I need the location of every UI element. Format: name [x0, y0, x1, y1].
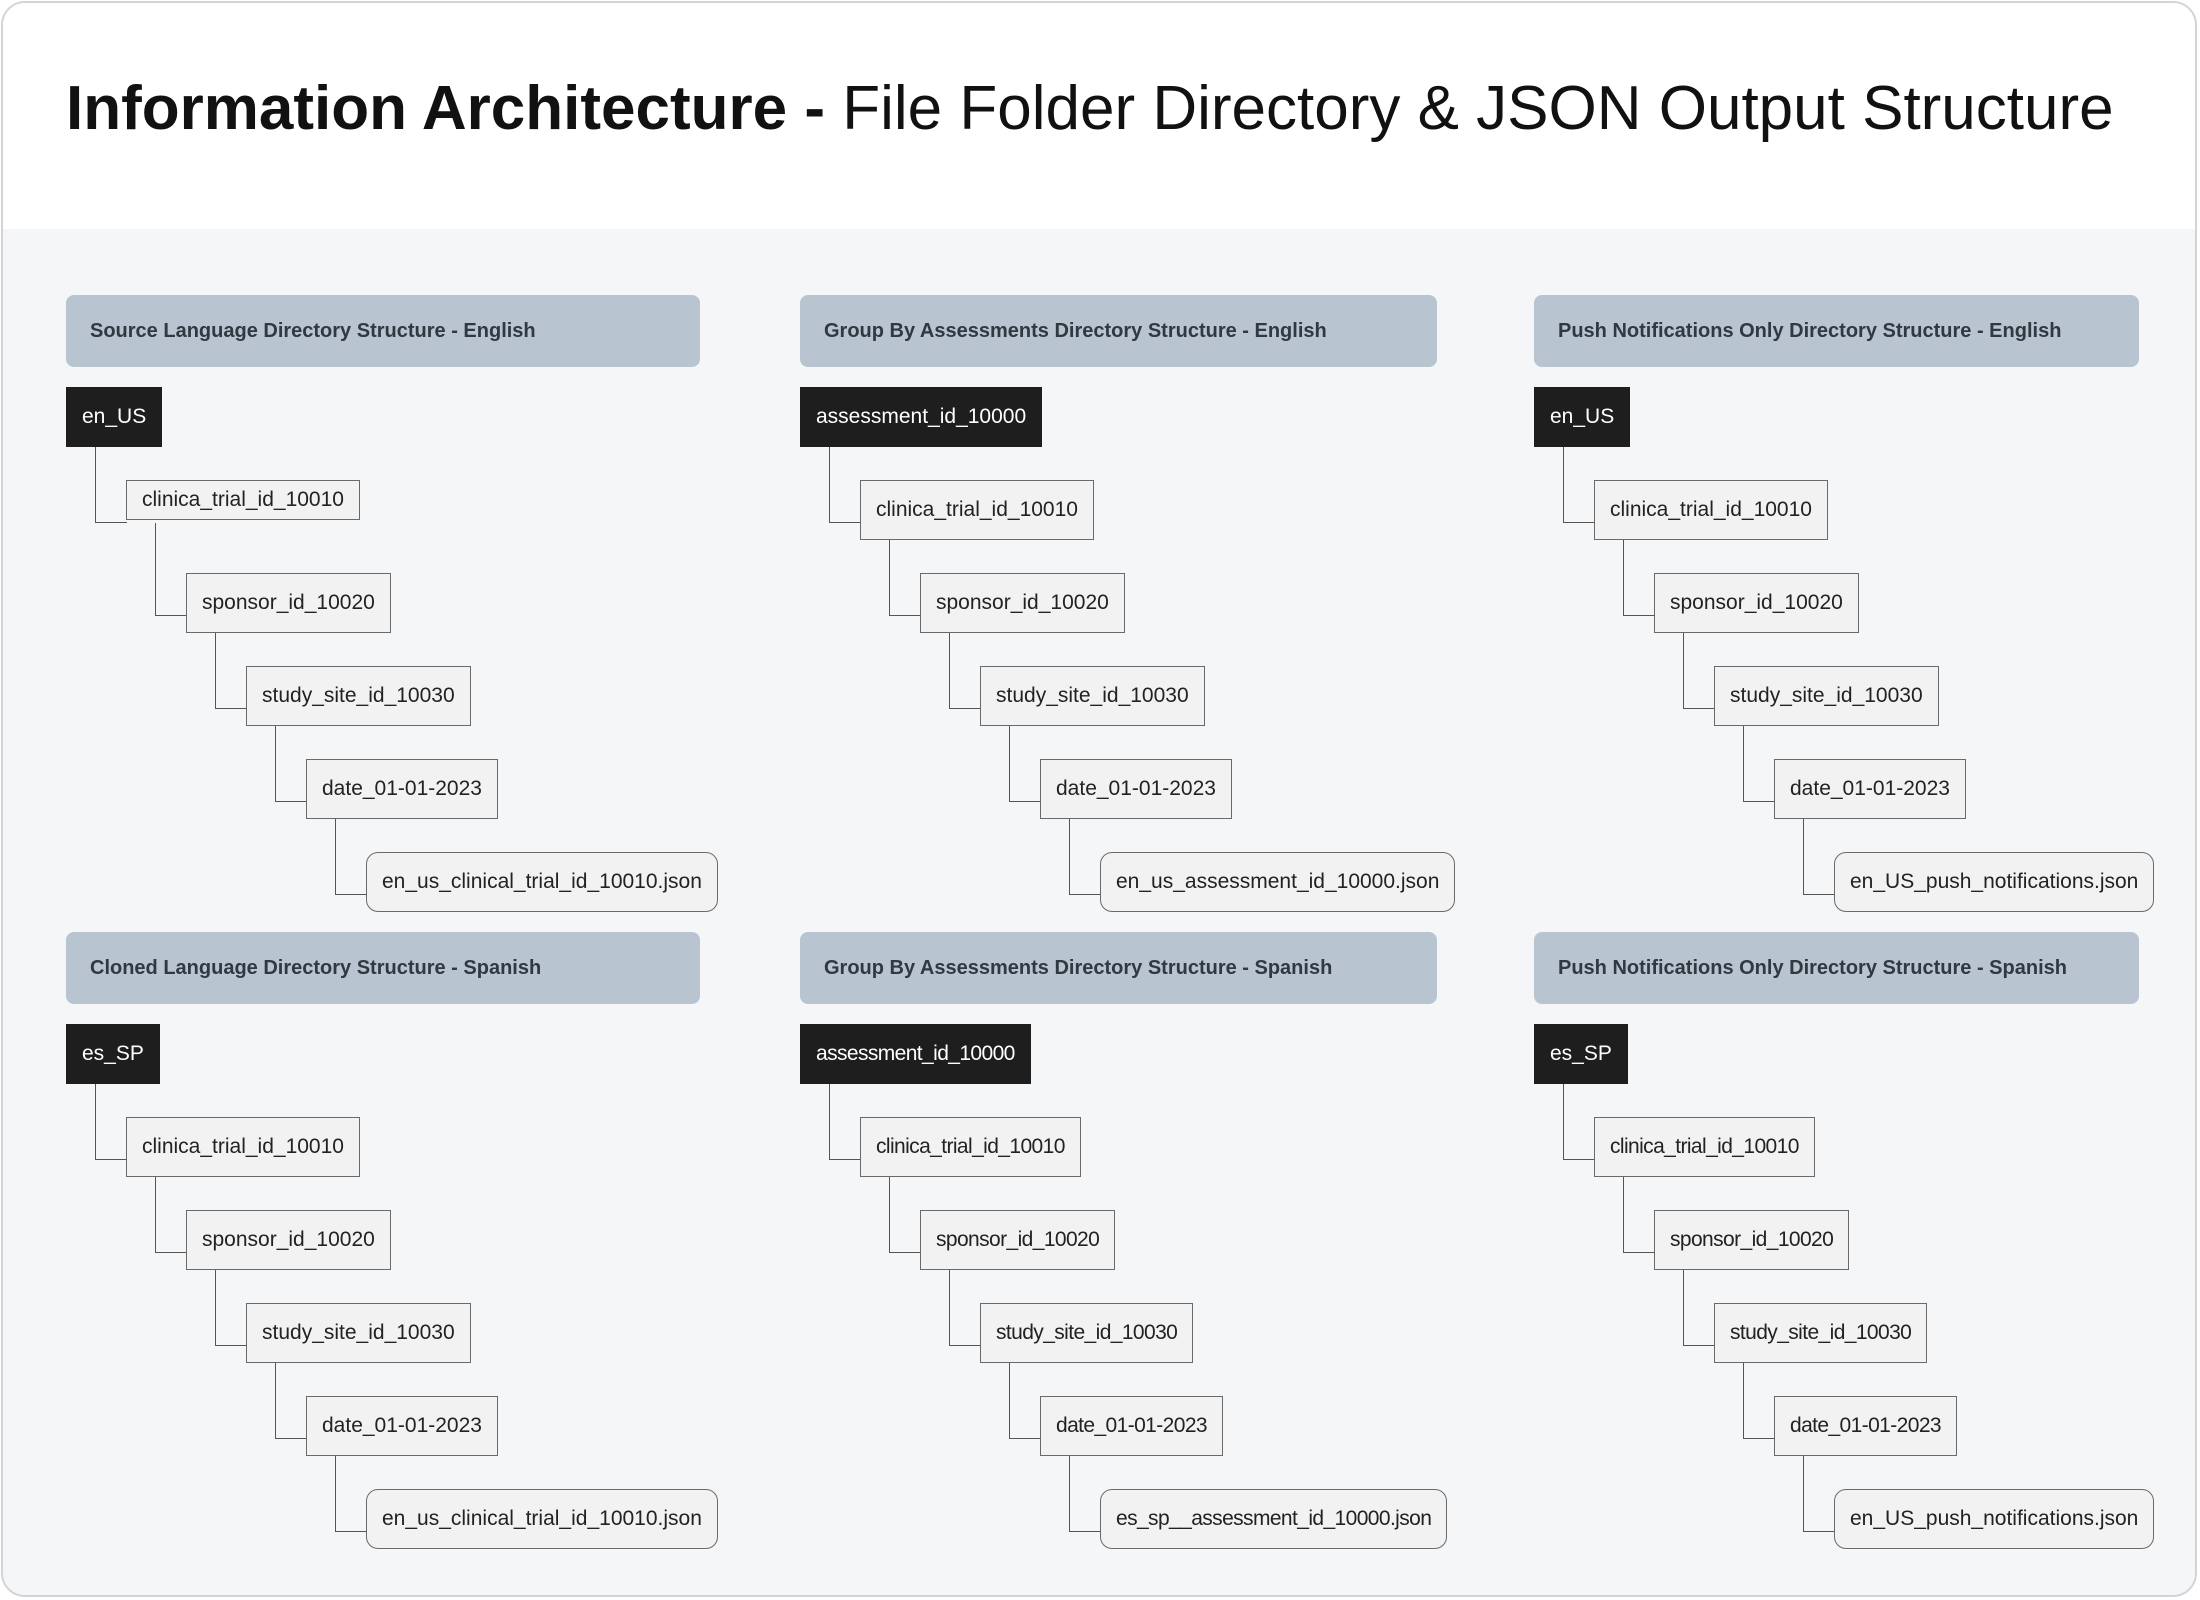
json-file-node: en_us_assessment_id_10000.json [1100, 852, 1456, 912]
page-title-bold: Information Architecture - [66, 74, 825, 143]
folder-node-sponsor: sponsor_id_10020 [920, 1210, 1116, 1270]
tree-connector [829, 1084, 861, 1160]
tree-connector [829, 447, 861, 523]
section-assessments-english: Group By Assessments Directory Structure… [800, 295, 1456, 913]
tree-connector [1743, 726, 1775, 802]
folder-node-clinical-trial: clinica_trial_id_10010 [126, 480, 360, 520]
root-folder-node: en_US [66, 387, 163, 447]
json-file-node: en_us_clinical_trial_id_10010.json [366, 1489, 718, 1549]
json-file-node: es_sp__assessment_id_10000.json [1100, 1489, 1448, 1549]
tree-connector [1623, 540, 1655, 616]
section-header: Group By Assessments Directory Structure… [800, 295, 1437, 367]
tree-connector [949, 1270, 981, 1346]
tree-connector [1069, 819, 1101, 895]
folder-node-date: date_01-01-2023 [1774, 759, 1966, 819]
tree-connector [1563, 447, 1595, 523]
root-folder-node: es_SP [66, 1024, 160, 1084]
tree-connector [889, 540, 921, 616]
diagram-canvas: Source Language Directory Structure - En… [3, 229, 2195, 1595]
tree-connector [889, 1177, 921, 1253]
json-file-node: en_US_push_notifications.json [1834, 1489, 2155, 1549]
folder-node-sponsor: sponsor_id_10020 [1654, 1210, 1850, 1270]
folder-node-date: date_01-01-2023 [306, 1396, 498, 1456]
folder-node-study-site: study_site_id_10030 [246, 1303, 471, 1363]
section-header: Source Language Directory Structure - En… [66, 295, 700, 367]
tree-connector [1563, 1084, 1595, 1160]
folder-node-clinical-trial: clinica_trial_id_10010 [126, 1117, 360, 1177]
tree-connector [1683, 1270, 1715, 1346]
folder-node-study-site: study_site_id_10030 [980, 666, 1205, 726]
folder-node-sponsor: sponsor_id_10020 [186, 573, 391, 633]
folder-node-study-site: study_site_id_10030 [980, 1303, 1194, 1363]
tree-connector [155, 523, 187, 616]
folder-node-clinical-trial: clinica_trial_id_10010 [860, 1117, 1081, 1177]
tree-connector [1743, 1363, 1775, 1439]
folder-node-study-site: study_site_id_10030 [1714, 666, 1939, 726]
json-file-node: en_US_push_notifications.json [1834, 852, 2155, 912]
tree-connector [335, 802, 367, 895]
root-folder-node: assessment_id_10000 [800, 1024, 1031, 1084]
page-header: Information Architecture - File Folder D… [3, 3, 2195, 229]
folder-node-date: date_01-01-2023 [1040, 759, 1232, 819]
section-assessments-spanish: Group By Assessments Directory Structure… [800, 932, 1448, 1550]
root-folder-node: en_US [1534, 387, 1631, 447]
tree-connector [95, 1084, 127, 1160]
tree-connector [275, 709, 307, 802]
tree-connector [949, 633, 981, 709]
tree-connector [1683, 633, 1715, 709]
folder-node-clinical-trial: clinica_trial_id_10010 [1594, 480, 1828, 540]
section-source-english: Source Language Directory Structure - En… [66, 295, 718, 913]
root-folder-node: es_SP [1534, 1024, 1628, 1084]
folder-node-date: date_01-01-2023 [1774, 1396, 1957, 1456]
folder-node-clinical-trial: clinica_trial_id_10010 [1594, 1117, 1815, 1177]
section-header: Push Notifications Only Directory Struct… [1534, 932, 2139, 1004]
section-header: Group By Assessments Directory Structure… [800, 932, 1437, 1004]
folder-node-date: date_01-01-2023 [306, 759, 498, 819]
root-folder-node: assessment_id_10000 [800, 387, 1043, 447]
page-title-regular: File Folder Directory & JSON Output Stru… [842, 74, 2114, 143]
folder-node-sponsor: sponsor_id_10020 [1654, 573, 1859, 633]
folder-node-clinical-trial: clinica_trial_id_10010 [860, 480, 1094, 540]
tree-connector [155, 1177, 187, 1253]
tree-connector [1009, 1363, 1041, 1439]
tree-connector [1803, 819, 1835, 895]
tree-connector [1623, 1177, 1655, 1253]
folder-node-study-site: study_site_id_10030 [1714, 1303, 1928, 1363]
page-title: Information Architecture - File Folder D… [66, 71, 2114, 147]
json-file-node: en_us_clinical_trial_id_10010.json [366, 852, 718, 912]
tree-connector [1069, 1456, 1101, 1532]
tree-connector [1009, 726, 1041, 802]
tree-connector [215, 616, 247, 709]
tree-connector [275, 1363, 307, 1439]
folder-node-sponsor: sponsor_id_10020 [920, 573, 1125, 633]
section-push-spanish: Push Notifications Only Directory Struct… [1534, 932, 2168, 1550]
section-header: Cloned Language Directory Structure - Sp… [66, 932, 700, 1004]
tree-connector [335, 1456, 367, 1532]
folder-node-date: date_01-01-2023 [1040, 1396, 1223, 1456]
section-push-english: Push Notifications Only Directory Struct… [1534, 295, 2168, 913]
tree-connector [95, 447, 127, 523]
section-cloned-spanish: Cloned Language Directory Structure - Sp… [66, 932, 718, 1550]
folder-node-study-site: study_site_id_10030 [246, 666, 471, 726]
tree-connector [215, 1270, 247, 1346]
section-header: Push Notifications Only Directory Struct… [1534, 295, 2139, 367]
tree-connector [1803, 1456, 1835, 1532]
folder-node-sponsor: sponsor_id_10020 [186, 1210, 391, 1270]
